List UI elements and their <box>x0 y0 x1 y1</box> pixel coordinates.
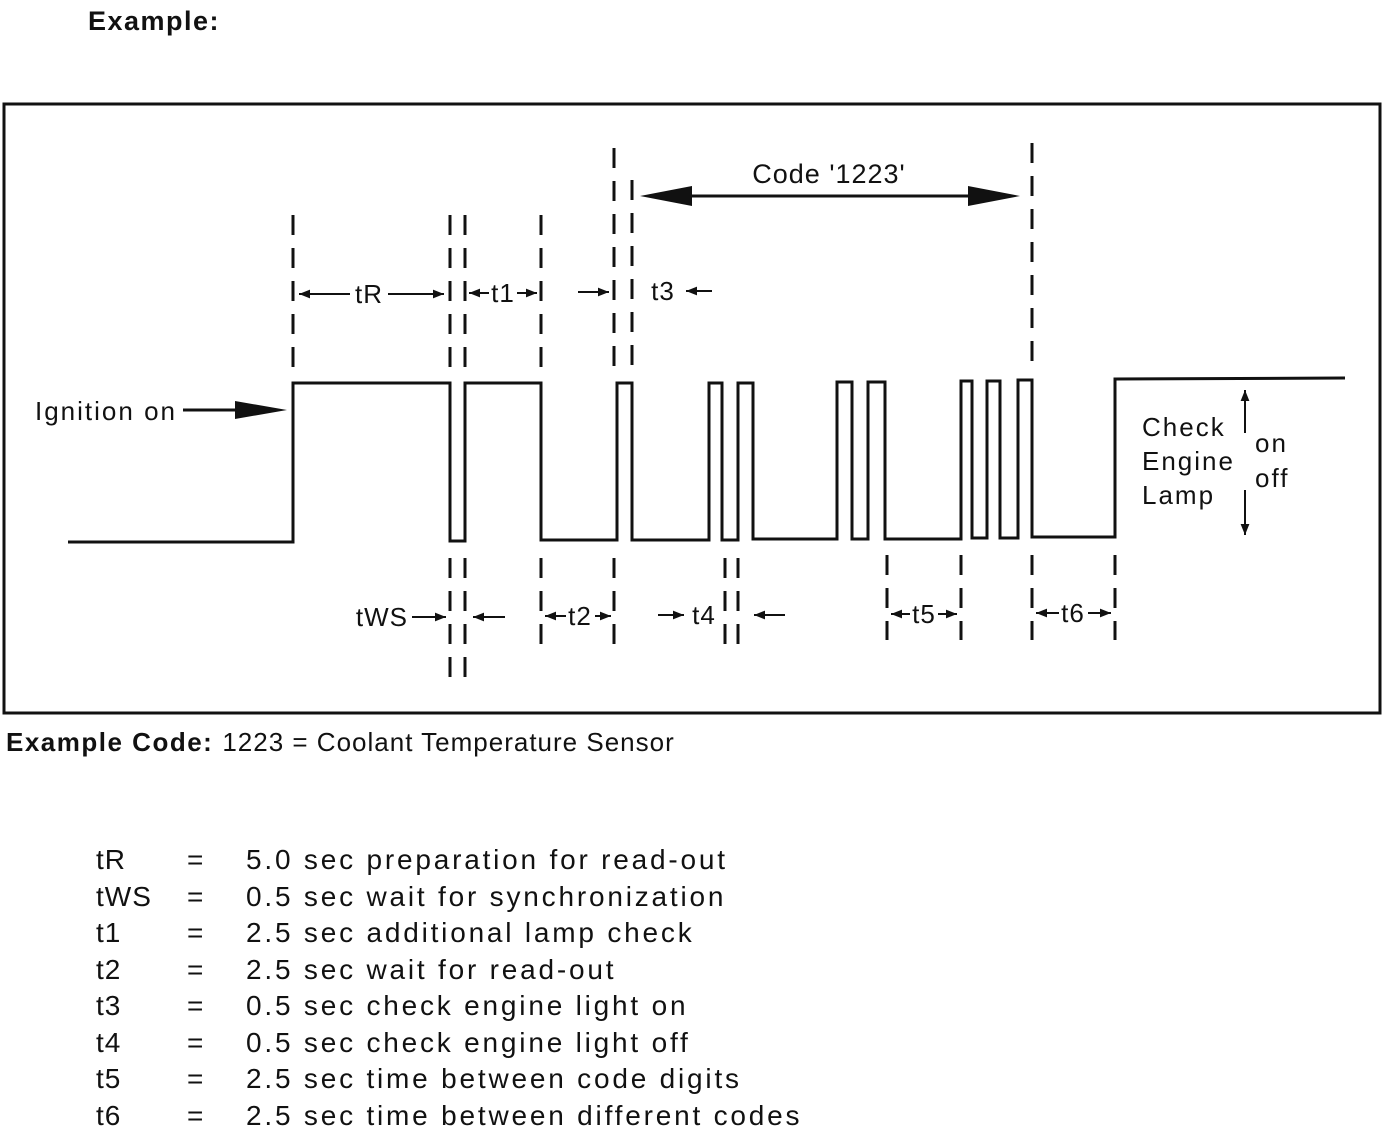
legend-row: tR = 5.0 sec preparation for read-out <box>0 845 900 875</box>
legend-symbol: t6 <box>96 1099 122 1131</box>
legend-symbol: t3 <box>96 990 122 1021</box>
interval-tR-label: tR <box>355 279 383 309</box>
interval-tWS: tWS <box>356 602 505 632</box>
legend-symbol: t4 <box>96 1026 122 1058</box>
legend-row: t3 = 0.5 sec check engine light on <box>0 991 900 1021</box>
legend-description: 0.5 sec check engine light on <box>246 990 689 1021</box>
interval-t4-label: t4 <box>692 600 716 630</box>
interval-t2-label: t2 <box>568 601 592 631</box>
interval-t6: t6 <box>1036 598 1111 628</box>
code-span-arrowhead-left <box>640 186 692 206</box>
legend-description: 2.5 sec time between different codes <box>246 1099 803 1131</box>
caption-text: 1223 = Coolant Temperature Sensor <box>222 727 675 757</box>
interval-t5-label: t5 <box>912 599 936 629</box>
interval-t6-label: t6 <box>1061 598 1085 628</box>
code-span-arrowhead-right <box>968 186 1020 206</box>
legend-symbol: t1 <box>96 917 122 948</box>
legend-equals: = <box>187 844 204 875</box>
legend-symbol: t5 <box>96 1063 122 1094</box>
ignition-label: Ignition on <box>35 396 177 426</box>
timing-diagram: Code '1223' Ignition on Check Engine Lam… <box>2 102 1382 715</box>
caption-label: Example Code: <box>6 727 214 757</box>
lamp-signal-waveform <box>68 376 1346 544</box>
legend-description: 2.5 sec wait for read-out <box>246 953 617 985</box>
code-span: Code '1223' <box>640 159 1020 206</box>
legend-equals: = <box>187 1099 204 1131</box>
interval-tR: tR <box>299 279 444 309</box>
legend-row: tWS = 0.5 sec wait for synchronization <box>0 880 900 912</box>
legend-row: t2 = 2.5 sec wait for read-out <box>0 953 900 985</box>
timing-legend: tR = 5.0 sec preparation for read-out tW… <box>0 845 900 1131</box>
ignition-indicator: Ignition on <box>35 396 287 426</box>
lamp-label-line1: Check <box>1142 412 1226 442</box>
legend-description: 2.5 sec additional lamp check <box>246 917 695 948</box>
timing-markers-bottom <box>448 555 1117 680</box>
lamp-legend: Check Engine Lamp on off <box>1142 390 1289 535</box>
legend-description: 5.0 sec preparation for read-out <box>246 844 728 875</box>
legend-description: 0.5 sec check engine light off <box>246 1026 691 1058</box>
legend-equals: = <box>187 1063 204 1094</box>
legend-equals: = <box>187 1026 204 1058</box>
legend-row: t6 = 2.5 sec time between different code… <box>0 1099 900 1131</box>
legend-row: t4 = 0.5 sec check engine light off <box>0 1026 900 1058</box>
timing-markers-top <box>291 143 1034 370</box>
lamp-on-label: on <box>1255 428 1288 458</box>
interval-t1-label: t1 <box>491 278 515 308</box>
example-heading: Example: <box>88 6 221 36</box>
legend-symbol: t2 <box>96 953 122 985</box>
example-code-caption: Example Code: 1223 = Coolant Temperature … <box>6 726 675 758</box>
legend-equals: = <box>187 880 204 912</box>
ignition-arrowhead <box>235 401 287 419</box>
legend-description: 0.5 sec wait for synchronization <box>246 880 727 912</box>
legend-equals: = <box>187 917 204 948</box>
legend-row: t5 = 2.5 sec time between code digits <box>0 1064 900 1094</box>
legend-equals: = <box>187 990 204 1021</box>
interval-t5: t5 <box>891 599 957 629</box>
interval-t2: t2 <box>545 601 611 631</box>
interval-t4: t4 <box>658 600 785 630</box>
lamp-label-line2: Engine <box>1142 446 1235 476</box>
interval-t3: t3 <box>578 276 712 306</box>
interval-tWS-label: tWS <box>356 602 408 632</box>
diagram-frame <box>2 102 1382 715</box>
legend-symbol: tWS <box>96 880 152 912</box>
interval-t1: t1 <box>469 278 537 308</box>
legend-symbol: tR <box>96 844 126 875</box>
legend-row: t1 = 2.5 sec additional lamp check <box>0 918 900 948</box>
code-label: Code '1223' <box>752 159 905 189</box>
lamp-label-line3: Lamp <box>1142 480 1215 510</box>
lamp-off-label: off <box>1255 463 1289 493</box>
legend-equals: = <box>187 953 204 985</box>
legend-description: 2.5 sec time between code digits <box>246 1063 742 1094</box>
interval-t3-label: t3 <box>651 276 675 306</box>
